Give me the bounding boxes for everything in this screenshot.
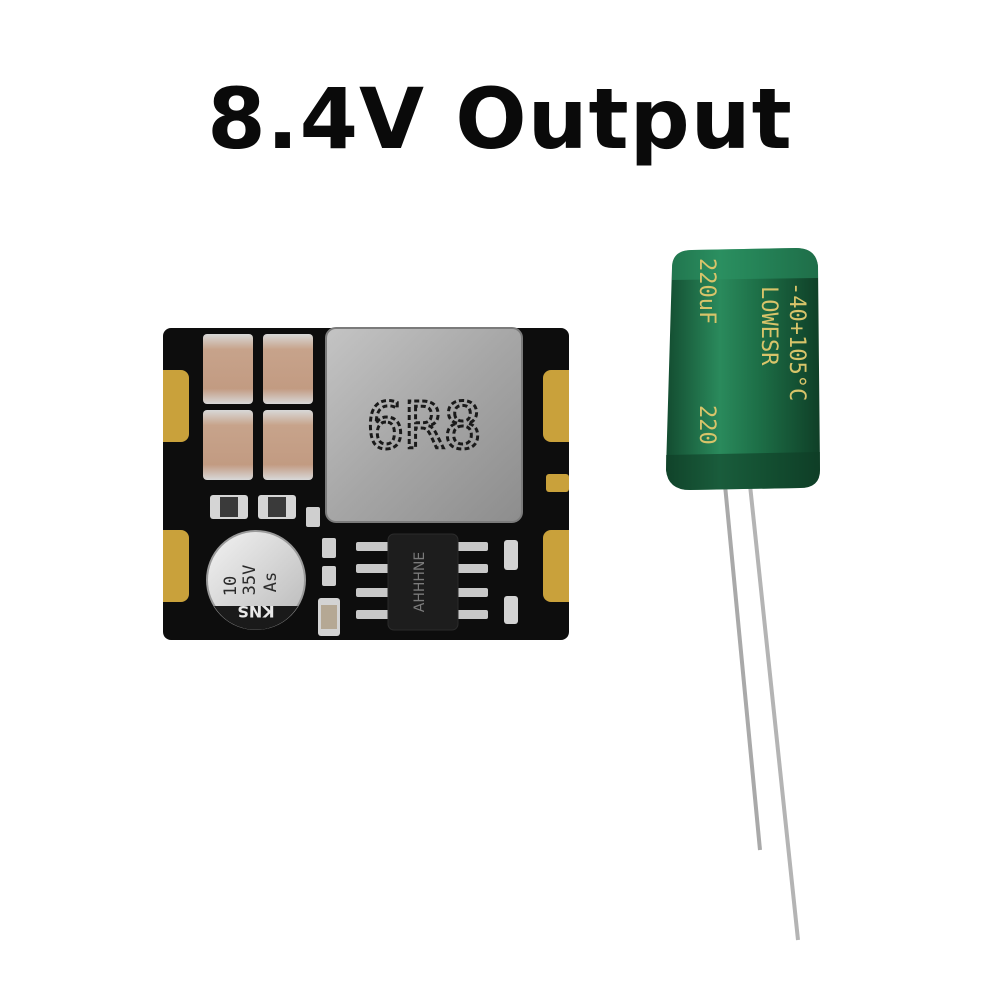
smd-cap-line-4: KNS xyxy=(237,602,274,621)
smd-cap-line-1: 10 xyxy=(221,576,241,596)
smd-electrolytic-capacitor: 10 35V As KNS xyxy=(206,530,306,630)
cap-lowesr: LOWESR xyxy=(756,286,781,366)
mlcc xyxy=(263,334,313,404)
smd-resistors xyxy=(210,495,518,636)
smd-cap-line-2: 35V xyxy=(240,565,260,596)
capacitor-body xyxy=(666,248,820,490)
smd-cap-line-3: As xyxy=(261,572,281,592)
regulator-ic: AHHHNE xyxy=(356,533,488,631)
pad-right-bottom xyxy=(543,530,569,602)
gold-pads xyxy=(163,370,569,602)
resistor xyxy=(504,596,518,624)
product-title: 8.4V Output xyxy=(207,70,793,168)
resistor xyxy=(322,538,336,558)
ceramic-capacitors xyxy=(203,334,313,480)
capacitor-lead-long xyxy=(748,484,800,941)
resistor xyxy=(306,507,320,527)
pad-right-top xyxy=(543,370,569,442)
pad-left-top xyxy=(163,370,189,442)
capacitor-lead-short xyxy=(723,484,762,851)
resistor xyxy=(504,540,518,570)
buck-converter-module: 6R8 AHHHNE 10 35V As xyxy=(163,327,569,640)
cap-temp-rating: -40+105°C xyxy=(784,282,809,401)
electrolytic-capacitor: -40+105°C LOWESR 220uF 220 xyxy=(666,248,820,941)
mlcc xyxy=(263,410,313,480)
mlcc xyxy=(203,410,253,480)
pad-right-middle xyxy=(546,474,569,492)
cap-capacitance-bottom: 220 xyxy=(694,405,719,445)
mlcc xyxy=(203,334,253,404)
cap-capacitance-top: 220uF xyxy=(694,258,719,324)
power-inductor: 6R8 xyxy=(325,327,523,523)
inductor-marking: 6R8 xyxy=(366,390,482,464)
resistor xyxy=(322,566,336,586)
ic-marking: AHHHNE xyxy=(412,552,428,612)
pad-left-bottom xyxy=(163,530,189,602)
